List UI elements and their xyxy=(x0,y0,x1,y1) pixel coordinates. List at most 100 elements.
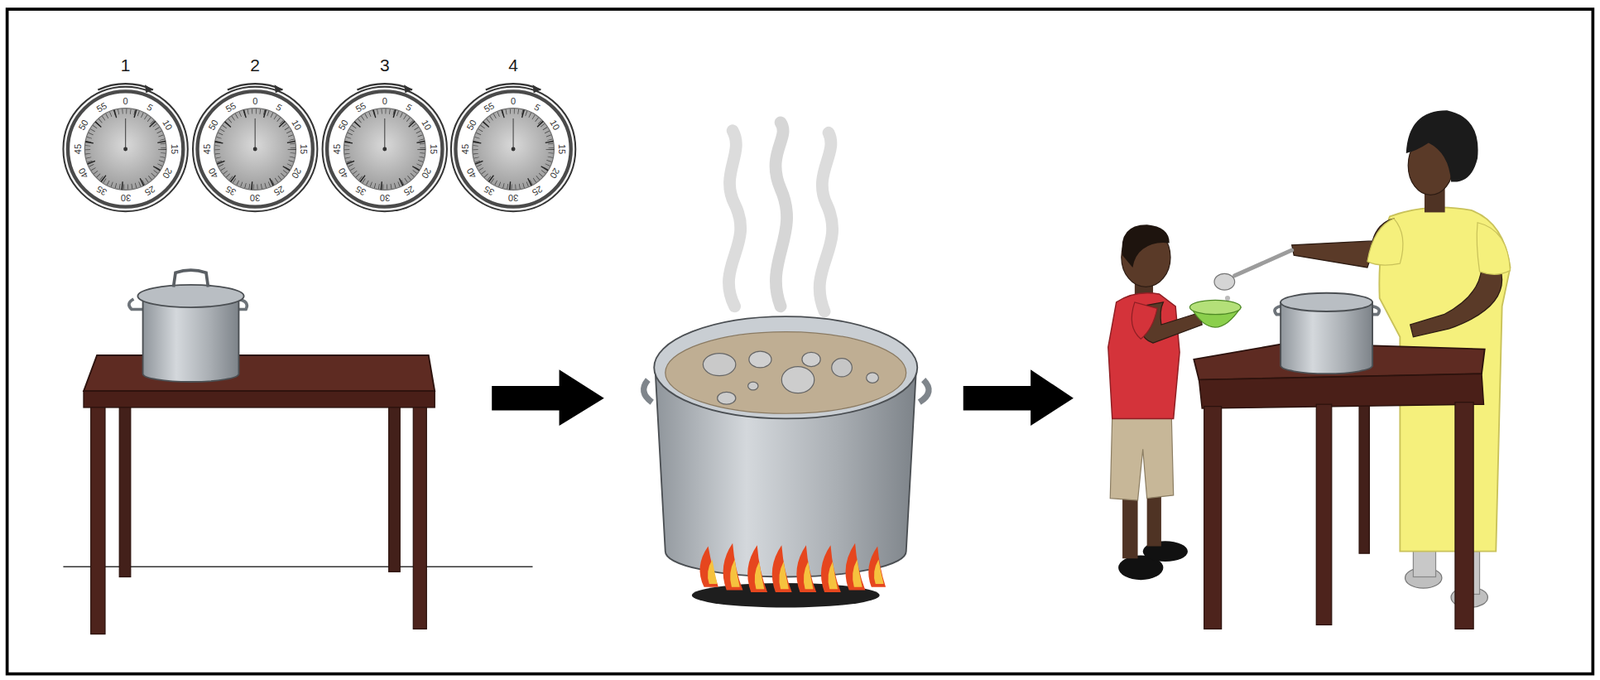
flames xyxy=(827,561,838,589)
dial-number: 40 xyxy=(336,166,351,180)
table-top xyxy=(83,355,435,391)
table-leg xyxy=(1455,402,1474,630)
flames xyxy=(821,544,841,592)
dial-number: 55 xyxy=(482,100,496,115)
steam xyxy=(775,122,788,307)
pot-body xyxy=(143,297,240,382)
table-leg xyxy=(119,407,131,577)
timer-4 xyxy=(451,83,576,212)
flames xyxy=(699,546,718,587)
food-piece xyxy=(748,381,759,390)
hair xyxy=(1121,224,1169,268)
lid-knob xyxy=(173,269,209,287)
table-leg xyxy=(1204,406,1222,630)
dial-number: 50 xyxy=(77,118,92,132)
food-piece xyxy=(831,358,853,377)
food-piece xyxy=(802,351,821,366)
timer-2 xyxy=(192,83,318,212)
dial-number: 25 xyxy=(530,183,544,197)
ladle-handle xyxy=(1234,249,1293,276)
flames xyxy=(754,561,765,589)
soup xyxy=(665,331,907,414)
flames xyxy=(730,559,740,587)
dial-number: 55 xyxy=(354,100,368,115)
timer-3 xyxy=(322,83,447,212)
food-piece xyxy=(717,391,736,404)
food-piece xyxy=(702,353,736,376)
arm xyxy=(1410,267,1503,337)
steam xyxy=(728,130,740,307)
pot-lid xyxy=(137,284,244,308)
dial-number: 5 xyxy=(274,102,284,114)
dial-number: 45 xyxy=(461,144,471,154)
dial-number: 35 xyxy=(95,183,109,197)
dial-number: 5 xyxy=(144,102,154,114)
dial-number: 20 xyxy=(547,166,562,180)
pot-rim xyxy=(1280,293,1373,312)
leg xyxy=(1122,494,1138,558)
flames xyxy=(868,546,886,587)
flames xyxy=(747,544,768,592)
dial-number: 10 xyxy=(419,118,433,132)
pot-handle xyxy=(643,379,653,403)
sleeve xyxy=(1367,218,1404,265)
dial-number: 15 xyxy=(557,144,567,154)
flames xyxy=(699,542,886,592)
table-leg xyxy=(91,407,106,635)
dial-number: 35 xyxy=(482,183,496,197)
dial-number: 10 xyxy=(547,118,562,132)
dial-number: 45 xyxy=(72,144,82,154)
dial-number: 15 xyxy=(427,144,438,154)
table-leg xyxy=(389,407,401,572)
food-piece xyxy=(781,366,814,394)
shirt xyxy=(1108,293,1180,419)
dial-number: 30 xyxy=(120,192,131,202)
flames xyxy=(796,544,817,592)
flames xyxy=(852,559,863,587)
pot-body xyxy=(1280,302,1373,374)
drop xyxy=(1225,295,1231,301)
table-leg xyxy=(413,407,427,630)
flames xyxy=(723,542,744,591)
steam xyxy=(819,132,832,312)
sleeve xyxy=(1476,222,1510,275)
dial-number: 50 xyxy=(336,118,351,132)
pot-handle xyxy=(919,379,929,403)
dial-number: 10 xyxy=(290,118,304,132)
dial-number: 15 xyxy=(298,144,308,154)
pot-handle xyxy=(1372,306,1379,315)
dial-number: 45 xyxy=(202,144,212,154)
dial-number: 30 xyxy=(508,192,519,202)
timer-number: 4 xyxy=(508,55,519,73)
dial-number: 0 xyxy=(382,96,388,106)
flames xyxy=(772,544,793,592)
timer-number: 2 xyxy=(249,55,260,73)
dial-number: 20 xyxy=(290,166,304,180)
dial-number: 15 xyxy=(168,144,178,154)
dial-number: 0 xyxy=(123,96,129,106)
flames xyxy=(845,542,866,591)
flames xyxy=(803,561,814,589)
dial-number: 0 xyxy=(510,96,516,106)
dial-number: 45 xyxy=(331,144,342,154)
dial-number: 20 xyxy=(419,166,433,180)
dial-number: 10 xyxy=(160,118,174,132)
sleeve xyxy=(1131,302,1158,339)
table-with-pot xyxy=(62,269,533,634)
dial-number: 25 xyxy=(143,183,157,197)
leg xyxy=(1147,494,1162,547)
flames xyxy=(707,559,718,585)
dial-number: 5 xyxy=(533,102,543,114)
dial-number: 50 xyxy=(465,118,479,132)
table-apron xyxy=(1199,373,1485,409)
food-piece xyxy=(866,372,880,383)
pot-rim xyxy=(653,316,918,419)
dial-number: 25 xyxy=(272,183,286,197)
dial-number: 40 xyxy=(77,166,92,180)
bowl-rim xyxy=(1189,299,1241,314)
flames xyxy=(874,559,885,585)
dial-number: 25 xyxy=(402,183,416,197)
